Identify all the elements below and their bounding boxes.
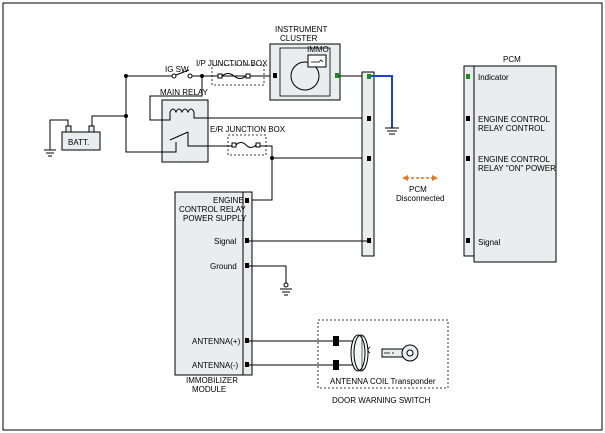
pcm-pin-signal (466, 238, 470, 243)
door-warning-switch-label: DOOR WARNING SWITCH (332, 396, 431, 405)
immo-ecrps-label-1: ENGINE (213, 196, 244, 205)
battery-terminal-pos (88, 125, 95, 133)
battery-ground-wire (49, 119, 69, 150)
cluster-pin-right (335, 73, 339, 78)
immobilizer-box (174, 191, 248, 376)
immo-pin-ecrps (245, 198, 249, 203)
immobilizer-name-1: IMMOBILIZER (186, 376, 238, 385)
bus-pin-indicator (367, 74, 371, 79)
immo-pin-ground (245, 263, 249, 268)
er-junction-box-label: E/R JUNCTION BOX (210, 125, 286, 134)
pcm-pin-ecron (466, 156, 470, 161)
pcm-title: PCM (503, 55, 521, 64)
pcm-pin-indicator (466, 74, 470, 79)
instrument-cluster-label-1: INSTRUMENT (275, 25, 328, 34)
bus-pin-ecrc (367, 116, 371, 121)
immo-ground-wire (249, 265, 287, 284)
er-junction-box (227, 134, 267, 156)
immo-key-glyph-icon (311, 59, 324, 63)
bus-pin-signal (367, 238, 371, 243)
cluster-ground-path (371, 75, 393, 128)
cluster-ground-wire (371, 75, 399, 135)
immo-pin-signal (245, 238, 249, 243)
immo-ecrps-label-2: CONTROL RELAY (179, 205, 246, 214)
antenna-coil-label: ANTENNA COIL Transponder (330, 377, 436, 386)
battery-body (61, 131, 101, 151)
battery-positive-wire (91, 115, 126, 126)
relay-coil-icon (169, 108, 195, 114)
immo-ground-label: Ground (210, 262, 237, 271)
battery-label: BATT. (68, 138, 89, 147)
instrument-cluster-label-2: CLUSTER (280, 34, 318, 43)
relay-coil-left-lead (162, 112, 171, 121)
battery-bus-wire (125, 76, 162, 153)
relay-coil-feed-wire (149, 76, 203, 121)
pcm-pin-ecrc (466, 116, 470, 121)
er-to-pcm-power-wire (260, 145, 367, 159)
pcm-box (473, 65, 557, 263)
ig-switch-icon (171, 69, 193, 79)
pcm-ecrc-label-1: ENGINE CONTROL (478, 115, 551, 124)
pcm-disconnected-label-2: Disconnected (396, 194, 444, 203)
immobilizer-name-2: MODULE (192, 385, 226, 394)
relay-contact-icon (169, 131, 189, 141)
battery-bus-junction (124, 114, 128, 118)
transponder-key-icon (381, 344, 419, 362)
pcm-ecrc-label-2: RELAY CONTROL (478, 124, 545, 133)
pcm-ecron-label-1: ENGINE CONTROL (478, 155, 551, 164)
pcm-disconnected-label-1: PCM (409, 185, 427, 194)
door-pin-pos (333, 336, 339, 346)
er-to-immo-power-wire (248, 158, 273, 201)
battery: BATT. (61, 125, 101, 151)
immo-pin-antenna-pos (245, 338, 249, 343)
ip-fuse-icon (217, 73, 251, 79)
pcm-ecron-label-2: RELAY "ON" POWER (478, 164, 556, 173)
immo-key-icon (307, 54, 327, 68)
ip-junction-box-label: I/P JUNCTION BOX (196, 59, 268, 68)
antenna-coil-icon (350, 334, 369, 372)
door-warning-switch-box (317, 319, 449, 389)
immobilizer-connector-strip (242, 191, 253, 376)
battery-ground-symbol-icon (44, 149, 56, 157)
instrument-cluster-inner (279, 47, 331, 97)
pcm-disconnected-arrow-icon (402, 175, 438, 181)
relay-contact-output (187, 132, 208, 147)
main-relay-label: MAIN RELAY (160, 88, 209, 97)
immo-pin-antenna-neg (245, 362, 249, 367)
ip-junction-box (211, 64, 265, 86)
immo-label: IMMO (307, 45, 329, 54)
cluster-pin-left (273, 73, 277, 78)
immo-ecrps-label-3: POWER SUPPLY (183, 214, 247, 223)
immo-antenna-pos-label: ANTENNA(+) (192, 337, 241, 346)
immo-lamp-icon (290, 61, 320, 91)
battery-terminal-neg (65, 125, 72, 133)
pcm-indicator-label: Indicator (478, 73, 509, 82)
immo-antenna-neg-label: ANTENNA(-) (192, 361, 239, 370)
coil-field-icon (367, 346, 371, 354)
pcm-signal-label: Signal (478, 238, 500, 247)
connector-bus (361, 71, 375, 257)
er-fuse-icon (231, 142, 261, 148)
immo-ground-symbol-icon (280, 282, 292, 296)
relay-contact-input (162, 142, 177, 153)
door-pin-neg (333, 360, 339, 370)
instrument-cluster-box (269, 43, 341, 101)
ig-switch-label: IG SW (165, 65, 189, 74)
immo-signal-label: Signal (214, 237, 236, 246)
bus-pin-ecron (367, 156, 371, 161)
relay-coil-right-lead (193, 112, 202, 119)
